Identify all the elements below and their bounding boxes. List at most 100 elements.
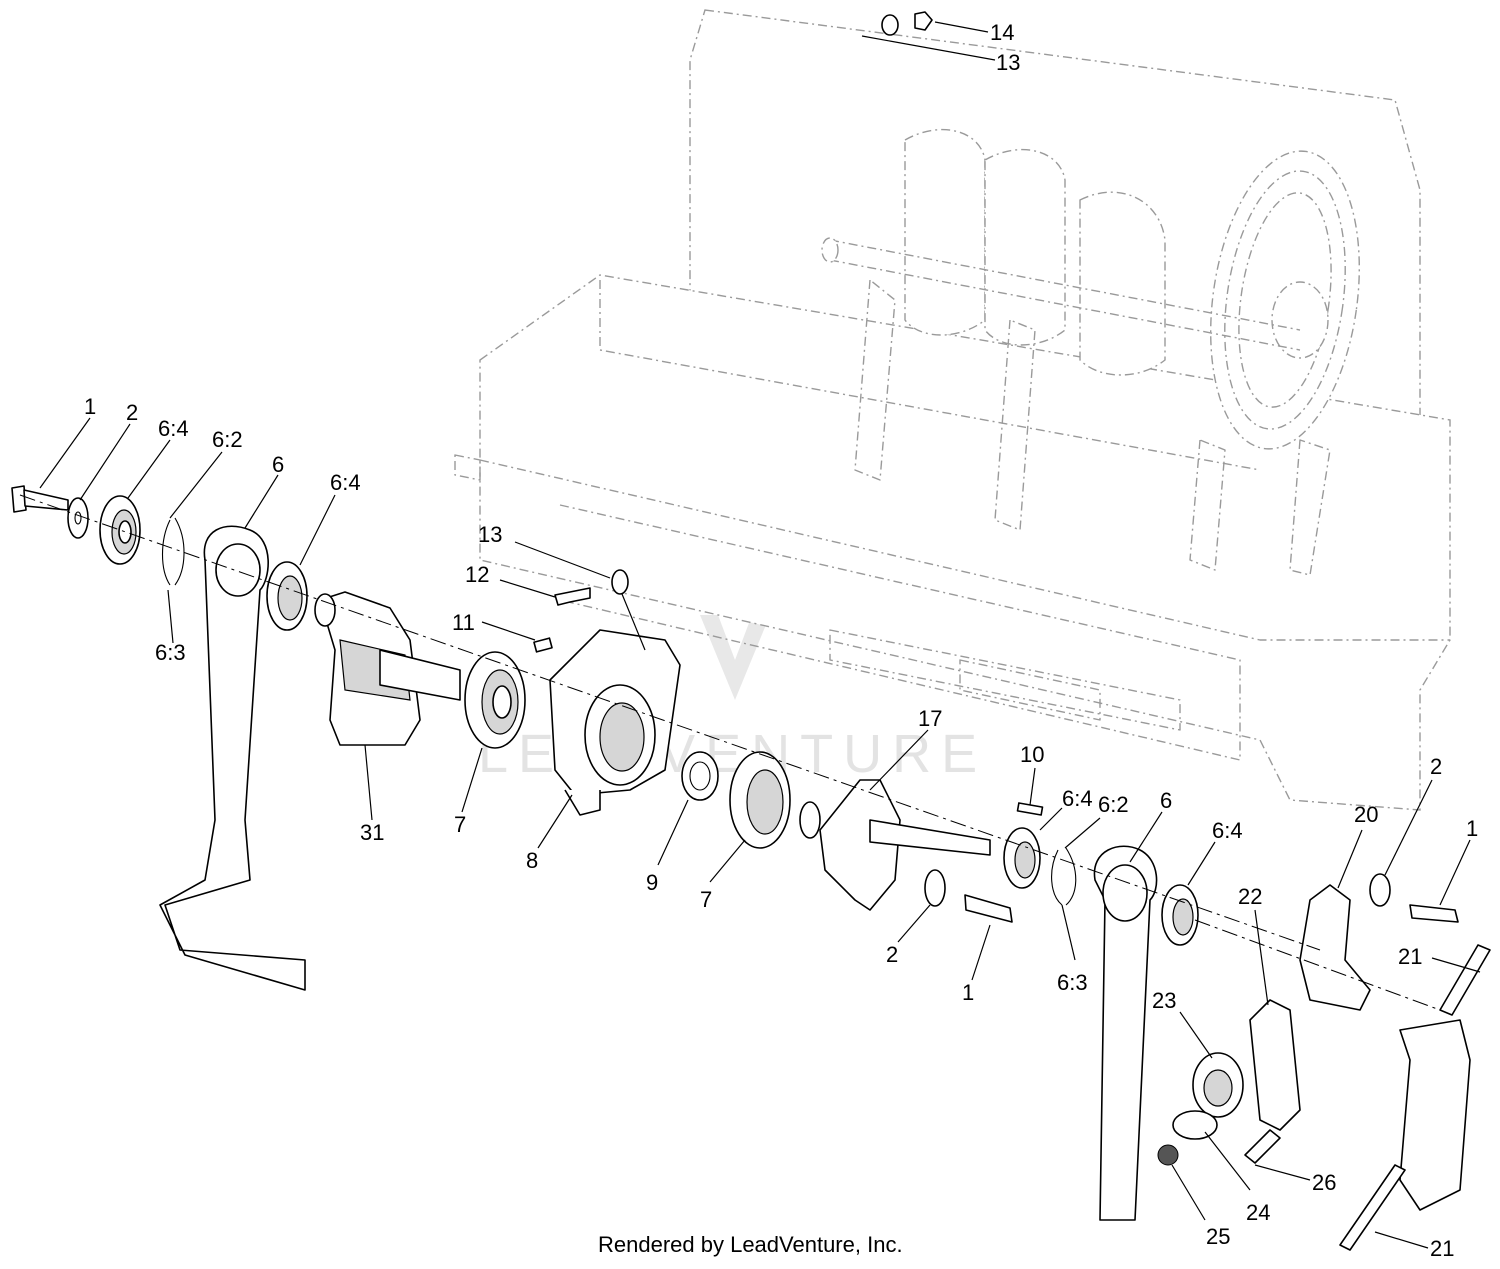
crank-pin-shaft: [869, 819, 991, 856]
callout-9: 9: [646, 870, 658, 895]
callout-8: 8: [526, 848, 538, 873]
bolt-1-mid: [964, 894, 1013, 923]
callout-2: 2: [886, 942, 898, 967]
connecting-rod-6-left: [159, 525, 306, 991]
crank-arm-17: [819, 779, 901, 911]
washer-2-left: [67, 497, 89, 539]
washer-2-mid: [924, 869, 946, 907]
connecting-rod-6-right: [1093, 845, 1158, 1221]
nut-25: [1157, 1144, 1179, 1166]
bolt-21-upper: [1439, 944, 1491, 1016]
callout-10: 10: [1020, 742, 1044, 767]
callout-13: 13: [478, 522, 502, 547]
callout-13: 13: [996, 50, 1020, 75]
ghost-rod-3: [1189, 439, 1226, 571]
callout-6: 6: [272, 452, 284, 477]
callout-1: 1: [962, 980, 974, 1005]
ghost-front-rail: [559, 504, 1241, 761]
ghost-crank-web-3: [1079, 191, 1166, 376]
callout-1: 1: [84, 394, 96, 419]
ghost-pulley-groove-1: [1224, 170, 1346, 430]
callout-6-2: 6:2: [1098, 792, 1129, 817]
callout-6-4: 6:4: [1212, 818, 1243, 843]
callout-24: 24: [1246, 1200, 1270, 1225]
crank-shaft-stub: [799, 801, 821, 839]
callout-14: 14: [990, 20, 1014, 45]
bolt-1-head-left: [11, 485, 27, 513]
v-logo-icon: [700, 615, 770, 700]
callout-7: 7: [454, 812, 466, 837]
housing-lower-ear: [564, 789, 601, 816]
ghost-bottom-tab-2: [959, 659, 1101, 721]
idler-assembly: [881, 11, 1491, 1251]
bracket-20: [1299, 884, 1371, 1011]
ghost-crank-web-1: [904, 128, 986, 336]
callout-6-4: 6:4: [330, 470, 361, 495]
callout-6-2: 6:2: [212, 427, 243, 452]
ghost-crankshaft: [829, 239, 1301, 351]
ghost-bottom-tab-1: [829, 629, 1181, 731]
bolt-12: [554, 587, 591, 606]
callout-6-3: 6:3: [1057, 970, 1088, 995]
washer-2-right: [1369, 873, 1391, 907]
callout-2: 2: [1430, 754, 1442, 779]
callout-17: 17: [918, 706, 942, 731]
assembly-centerline: [19, 494, 1321, 951]
key-10: [1016, 802, 1044, 816]
snap-ring-6-3-left: [162, 517, 185, 586]
ghost-belt: [1289, 439, 1331, 576]
bolt-26: [1244, 1129, 1281, 1164]
callout-23: 23: [1152, 988, 1176, 1013]
spacer-9: [681, 751, 719, 801]
rod-big-end-right: [1102, 864, 1148, 922]
idler-centerline: [1194, 919, 1441, 1011]
callout-20: 20: [1354, 802, 1378, 827]
callout-25: 25: [1206, 1224, 1230, 1249]
callout-6-4: 6:4: [158, 416, 189, 441]
leader-lines: [39, 21, 1481, 1249]
splined-shaft: [379, 649, 461, 701]
washer-13-top: [881, 14, 899, 36]
bolt-21-lower: [1339, 1164, 1406, 1251]
callout-21: 21: [1430, 1236, 1454, 1261]
ghost-pulley-groove-2: [1238, 192, 1332, 408]
ghost-shaft-end: [821, 237, 839, 263]
crank-hub-assembly: [314, 569, 791, 849]
hub-stub-shaft: [314, 593, 336, 627]
callout-6-4: 6:4: [1062, 786, 1093, 811]
pin-11: [533, 637, 553, 653]
bolt-1-right: [1409, 904, 1459, 923]
right-rod-assembly: [1093, 845, 1199, 1221]
ghost-lower-channel: [479, 274, 1451, 811]
callout-31: 31: [360, 820, 384, 845]
rod-big-end-left: [215, 543, 261, 597]
washer-24: [1172, 1110, 1218, 1140]
snap-ring-6-3-right: [1051, 847, 1077, 906]
ghost-crank-web-2: [984, 148, 1066, 346]
callout-labels: 14 13 1 2 6:4 6:2 6 6:4 6:3 13 12 11 31 …: [84, 20, 1478, 1261]
tensioner-arm: [1399, 1019, 1471, 1211]
callout-22: 22: [1238, 884, 1262, 909]
idler-arm-22: [1249, 999, 1301, 1131]
callout-2: 2: [126, 400, 138, 425]
washer-13-mid: [611, 569, 629, 595]
left-rod-assembly: [11, 485, 308, 991]
ghost-pulley-hub: [1271, 281, 1329, 359]
render-credit: Rendered by LeadVenture, Inc.: [598, 1232, 903, 1257]
ghost-inner-edge: [599, 280, 1261, 471]
callout-21: 21: [1398, 944, 1422, 969]
callout-6: 6: [1160, 788, 1172, 813]
ghosted-frame-assembly: [454, 9, 1451, 811]
ghost-rod-1: [854, 279, 896, 481]
crank-arm-assembly: [799, 779, 1077, 923]
callout-6-3: 6:3: [155, 640, 186, 665]
callout-26: 26: [1312, 1170, 1336, 1195]
callout-1: 1: [1466, 816, 1478, 841]
ghost-channel-lip: [454, 454, 481, 481]
callout-7: 7: [700, 887, 712, 912]
callout-12: 12: [465, 562, 489, 587]
ghost-channel-edge: [479, 459, 1450, 641]
nut-14-top: [914, 11, 933, 31]
ghost-rod-2: [994, 319, 1036, 531]
